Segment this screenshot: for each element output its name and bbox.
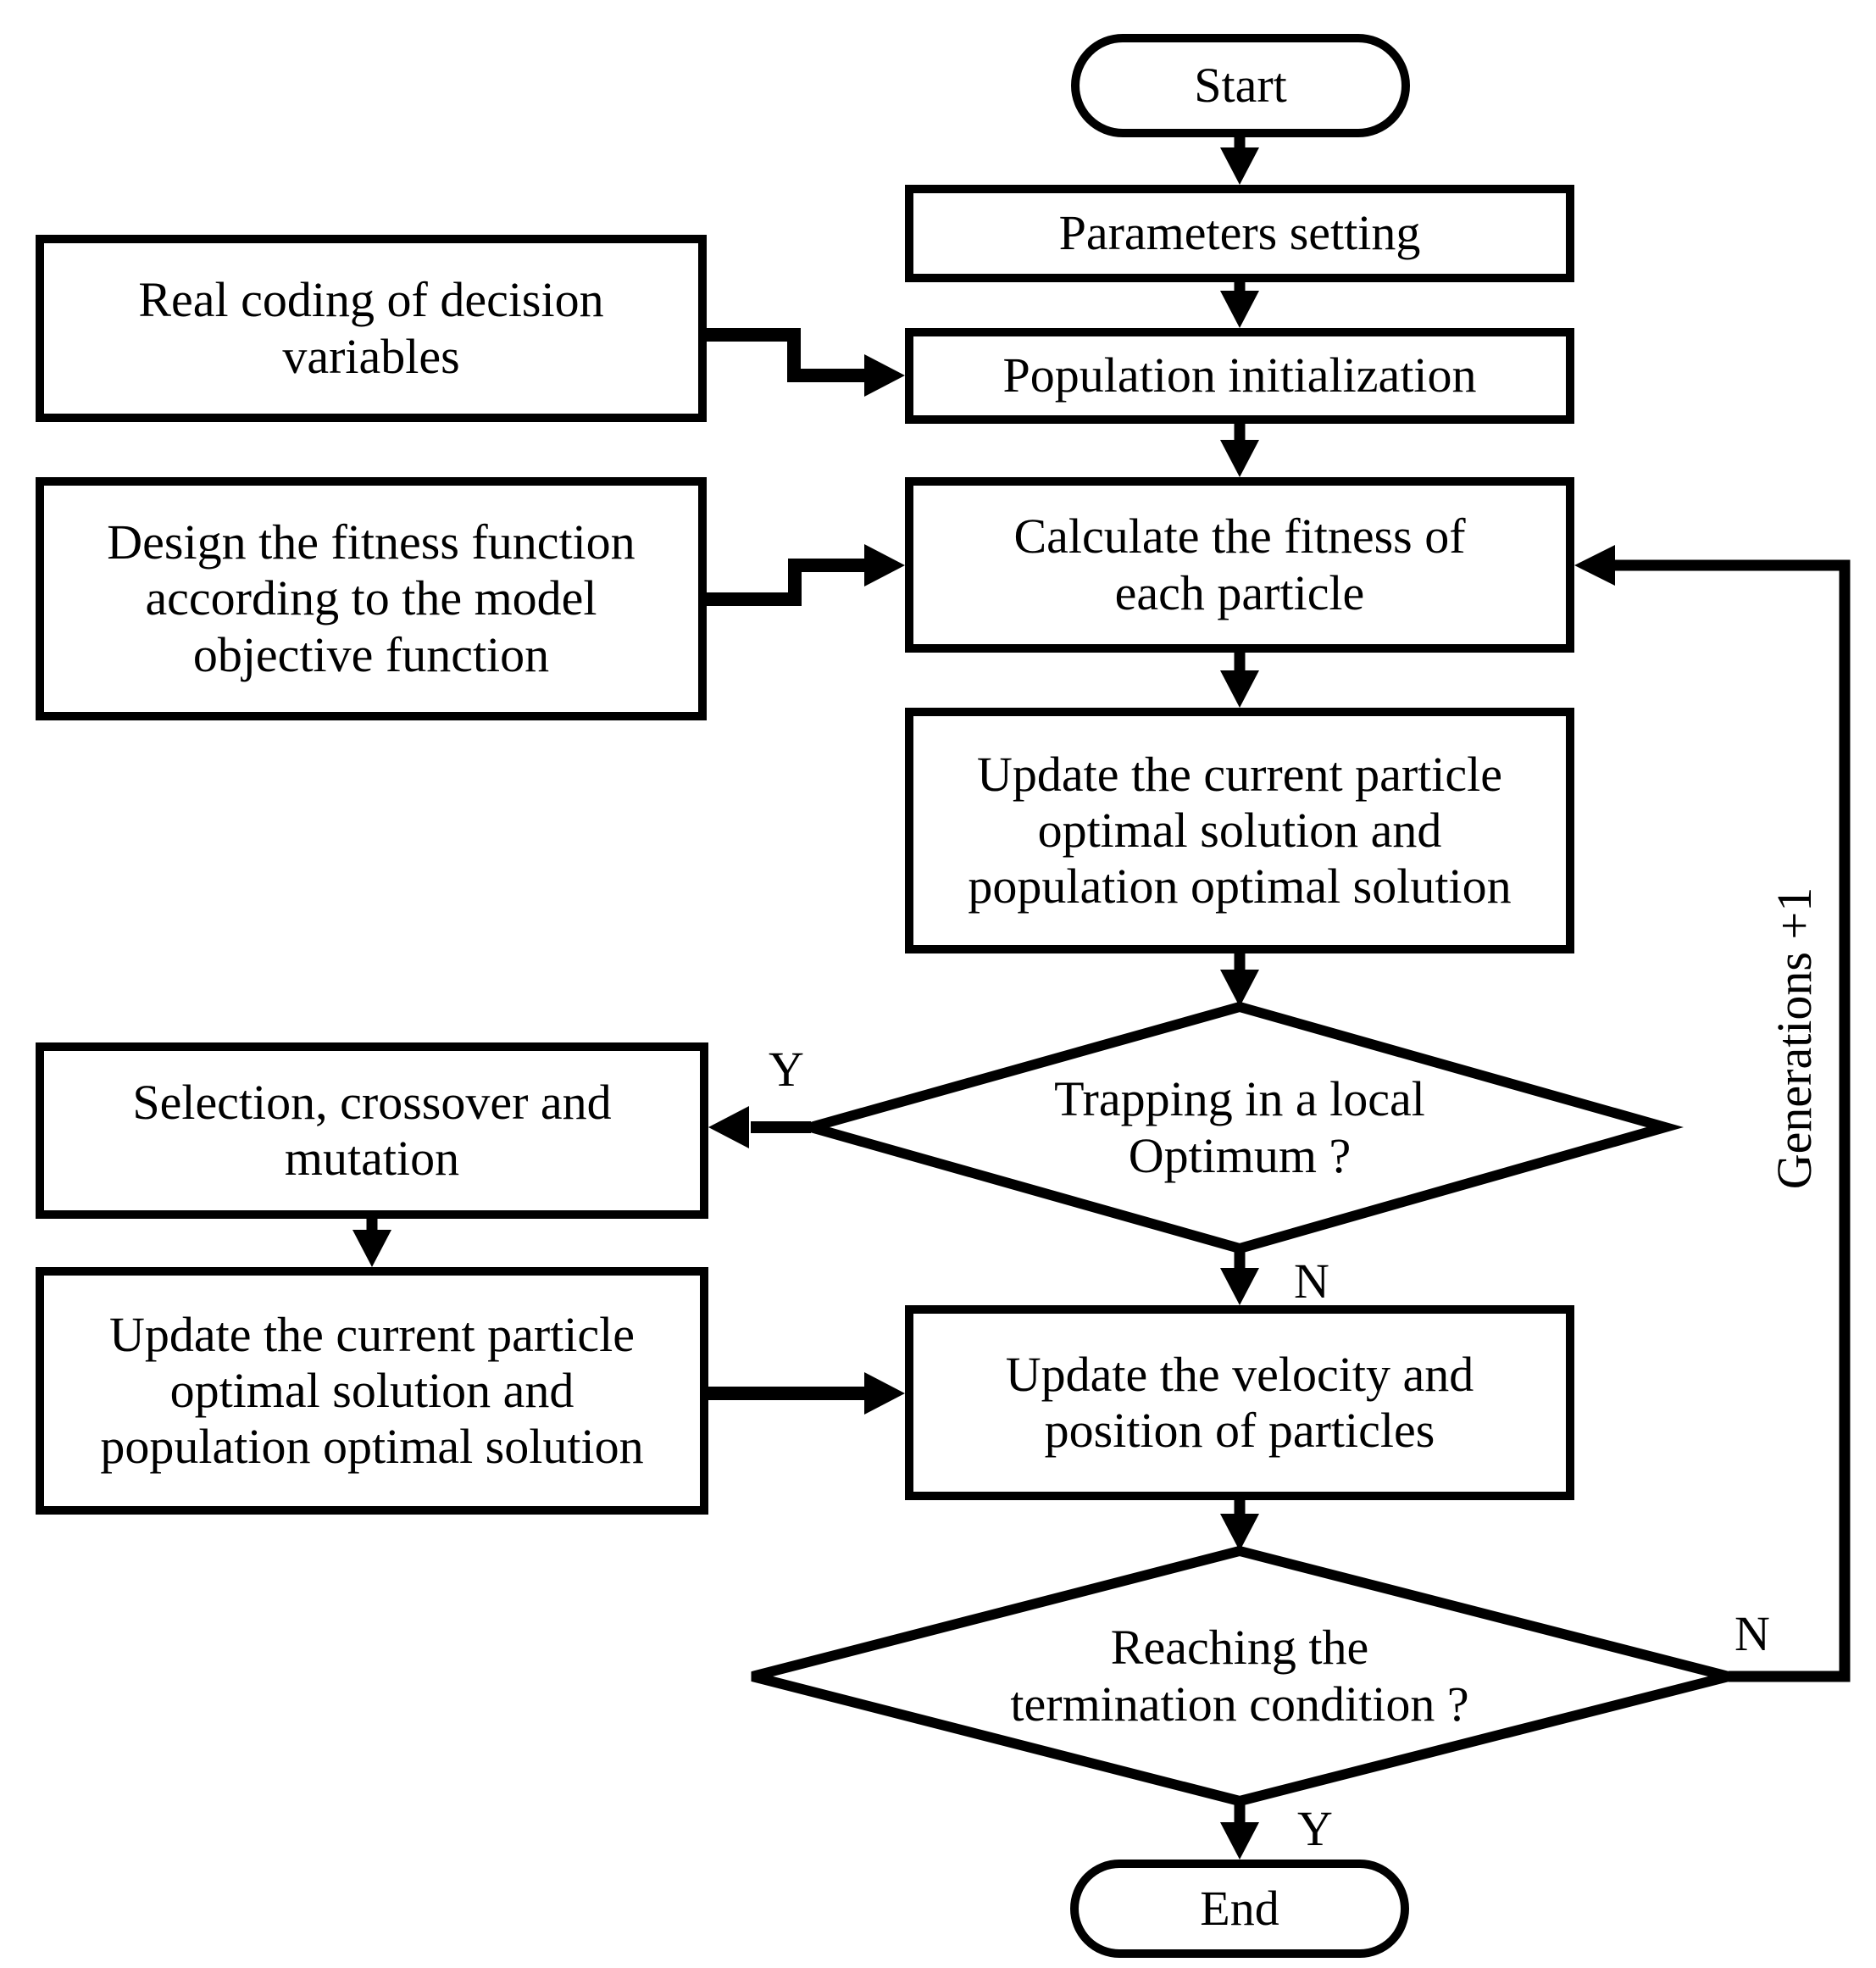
connector-real-coding-to-population: [707, 328, 905, 397]
arrow-update-to-trapping: [1220, 953, 1259, 1007]
reaching-decision-diamond: [751, 1545, 1730, 1807]
arrow-start-to-parameters: [1220, 136, 1259, 185]
trapping-decision-label: Trapping in a local Optimum ?: [1054, 1071, 1425, 1183]
arrow-calculate-to-update: [1220, 653, 1259, 708]
real-coding-box: Real coding of decision variables: [36, 235, 707, 422]
start-label: Start: [1194, 57, 1287, 113]
arrow-reaching-yes-to-end: [1220, 1801, 1259, 1860]
end-node: End: [1070, 1860, 1409, 1958]
real-coding-label: Real coding of decision variables: [138, 272, 604, 384]
generations-loop-label: Generations +1: [1767, 887, 1822, 1190]
reaching-yes-label: Y: [1297, 1801, 1333, 1856]
arrow-update-left-to-velocity: [708, 1372, 905, 1415]
parameters-setting-box: Parameters setting: [905, 185, 1574, 282]
calculate-fitness-label: Calculate the fitness of each particle: [1013, 509, 1466, 620]
parameters-setting-label: Parameters setting: [1058, 205, 1421, 261]
design-fitness-function-box: Design the fitness function according to…: [36, 477, 707, 720]
population-initialization-box: Population initialization: [905, 328, 1574, 424]
reaching-decision-label: Reaching the termination condition ?: [1010, 1620, 1469, 1732]
trapping-no-label: N: [1294, 1254, 1329, 1309]
end-label: End: [1200, 1880, 1279, 1936]
connector-generations-feedback: [1574, 545, 1851, 1682]
update-velocity-position-label: Update the velocity and position of part…: [1005, 1346, 1474, 1458]
start-node: Start: [1071, 34, 1410, 137]
selection-crossover-mutation-label: Selection, crossover and mutation: [132, 1074, 612, 1186]
trapping-yes-label: Y: [769, 1042, 804, 1097]
update-optimal-solution-left-box: Update the current particle optimal solu…: [36, 1267, 708, 1515]
reaching-no-label: N: [1734, 1606, 1770, 1661]
population-initialization-label: Population initialization: [1002, 347, 1477, 403]
update-velocity-position-box: Update the velocity and position of part…: [905, 1305, 1574, 1500]
trapping-decision-diamond: [791, 1001, 1684, 1254]
connector-design-to-calculate: [707, 544, 905, 606]
arrow-population-to-calculate: [1220, 424, 1259, 477]
arrow-velocity-to-reaching: [1220, 1500, 1259, 1551]
update-optimal-solution-box: Update the current particle optimal solu…: [905, 708, 1574, 953]
update-optimal-solution-left-label: Update the current particle optimal solu…: [100, 1306, 644, 1475]
design-fitness-function-label: Design the fitness function according to…: [107, 514, 636, 682]
update-optimal-solution-label: Update the current particle optimal solu…: [968, 746, 1512, 915]
arrow-selection-to-update-left: [352, 1219, 391, 1267]
arrow-trapping-no-to-velocity: [1220, 1248, 1259, 1305]
calculate-fitness-box: Calculate the fitness of each particle: [905, 477, 1574, 653]
selection-crossover-mutation-box: Selection, crossover and mutation: [36, 1042, 708, 1219]
arrow-parameters-to-population: [1220, 282, 1259, 328]
